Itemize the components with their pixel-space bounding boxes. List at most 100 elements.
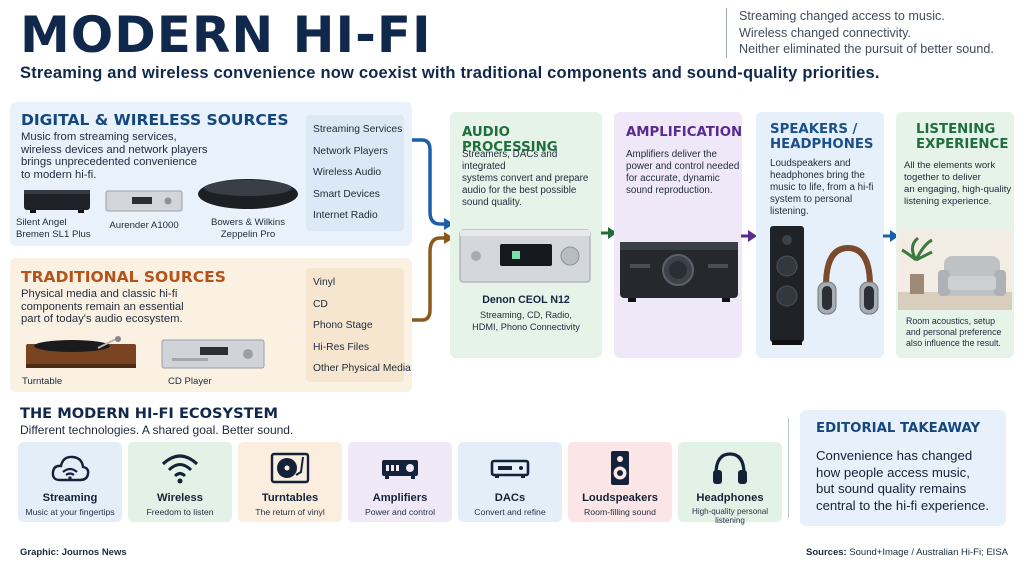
- desc-line: systems convert and prepare: [462, 173, 589, 184]
- page-subtitle: Streaming and wireless convenience now c…: [20, 64, 880, 82]
- stage-desc: Amplifiers deliver the power and control…: [626, 149, 739, 197]
- stage-title: SPEAKERS / HEADPHONES: [770, 122, 874, 152]
- integrated-system-image: [459, 229, 591, 283]
- page-title: MODERN HI-FI: [20, 6, 432, 64]
- side-note-line: Streaming changed access to music.: [739, 9, 945, 23]
- flow-connectors: [412, 138, 454, 322]
- eco-label: Wireless: [157, 492, 203, 504]
- stage-desc: All the elements work together to delive…: [904, 160, 1011, 208]
- side-note: Streaming changed access to music. Wirel…: [726, 8, 994, 58]
- list-item: Hi-Res Files: [313, 342, 370, 353]
- armchair-room-image: [898, 230, 1012, 310]
- product-caption: Aurender A1000: [109, 220, 179, 231]
- eco-sub: Freedom to listen: [146, 507, 214, 517]
- stage-listening-experience: LISTENING EXPERIENCE All the elements wo…: [896, 112, 1014, 358]
- desc-line: Loudspeakers and: [770, 158, 851, 169]
- desc-line: an engaging, high-quality: [904, 184, 1012, 195]
- footer-sources: Sources: Sound+Image / Australian Hi-Fi;…: [760, 547, 1008, 558]
- takeaway-title: EDITORIAL TAKEAWAY: [816, 421, 981, 436]
- desc-line: headphones bring the: [770, 170, 865, 181]
- dac-icon: [490, 459, 530, 478]
- traditional-sources-title: TRADITIONAL SOURCES: [21, 268, 226, 286]
- eco-label: DACs: [494, 492, 526, 504]
- eco-loudspeakers: Loudspeakers Room-filling sound: [568, 442, 672, 522]
- note-line: and personal preference: [906, 327, 1002, 337]
- footer-credit: Graphic: Journos News: [20, 547, 127, 558]
- eco-sub: The return of vinyl: [255, 507, 325, 517]
- list-item: Network Players: [313, 146, 388, 157]
- eco-sub: Room-filling sound: [584, 507, 656, 517]
- takeaway-line: central to the hi-fi experience.: [816, 497, 989, 513]
- desc-line: All the elements work: [904, 160, 996, 171]
- eco-dacs: DACs Convert and refine: [458, 442, 562, 522]
- desc-line: wireless devices and network players: [21, 143, 208, 156]
- sources-label: Sources:: [806, 547, 847, 558]
- desc-line: components remain an essential: [21, 300, 184, 313]
- eco-streaming: Streaming Music at your fingertips: [18, 442, 122, 522]
- list-item: Streaming Services: [313, 124, 403, 135]
- eco-label: Streaming: [42, 492, 98, 504]
- product-caption: Turntable: [22, 376, 63, 387]
- caption-line: Bowers & Wilkins: [210, 217, 286, 228]
- headphones-icon: [713, 452, 747, 484]
- list-item: Smart Devices: [313, 189, 380, 200]
- list-item: CD: [313, 299, 328, 310]
- wifi-icon: [161, 454, 199, 484]
- turntable-icon: [270, 452, 310, 484]
- desc-line: Streamers, DACs and integrated: [462, 149, 558, 172]
- digital-sources-title: DIGITAL & WIRELESS SOURCES: [21, 111, 289, 129]
- list-item: Internet Radio: [313, 210, 378, 221]
- eco-sub: Convert and refine: [474, 507, 546, 517]
- stage-title: AUDIO PROCESSING: [462, 125, 558, 155]
- takeaway-text: Convenience has changed how people acces…: [816, 448, 989, 514]
- product-caption: Silent Angel Bremen SL1 Plus: [16, 217, 100, 240]
- desc-line: listening experience.: [904, 196, 992, 207]
- product-caption: CD Player: [168, 376, 212, 387]
- stage-desc: Streamers, DACs and integrated systems c…: [462, 149, 602, 209]
- product-caption: Bowers & Wilkins Zeppelin Pro: [202, 217, 294, 240]
- title-line: EXPERIENCE: [916, 137, 1009, 152]
- amplifier-image: [620, 242, 738, 302]
- desc-line: together to deliver: [904, 172, 981, 183]
- caption-line: Zeppelin Pro: [220, 228, 276, 240]
- cloud-wifi-icon: [51, 455, 90, 482]
- network-player-image: [105, 190, 183, 212]
- side-note-line: Neither eliminated the pursuit of better…: [739, 42, 994, 56]
- stage-title: AMPLIFICATION: [626, 125, 743, 140]
- desc-line: part of today's audio ecosystem.: [21, 313, 183, 326]
- takeaway-line: how people access music,: [816, 464, 970, 480]
- desc-line: sound reproduction.: [626, 185, 713, 196]
- desc-line: power and control needed: [626, 161, 740, 172]
- eco-headphones: Headphones High-quality personal listeni…: [678, 442, 782, 525]
- stage-title: LISTENING EXPERIENCE: [916, 122, 1008, 152]
- eco-label: Headphones: [696, 492, 764, 504]
- eco-label: Amplifiers: [372, 492, 428, 504]
- loudspeaker-icon: [611, 451, 629, 485]
- desc-line: music to life, from a hi-fi: [770, 182, 874, 193]
- list-item: Phono Stage: [313, 320, 373, 331]
- flow-arrow: [741, 230, 757, 242]
- desc-line: system to personal: [770, 194, 853, 205]
- flow-arrow: [601, 227, 617, 239]
- list-item: Other Physical Media: [313, 363, 411, 374]
- desc-line: for accurate, dynamic: [626, 173, 720, 184]
- caption-line: Bremen SL1 Plus: [16, 228, 91, 240]
- note-line: also influence the result.: [906, 338, 1001, 348]
- digital-sources-list: Streaming Services Network Players Wirel…: [306, 115, 404, 231]
- eco-label: Turntables: [261, 492, 319, 504]
- product-name: Denon CEOL N12: [482, 294, 570, 306]
- floorstanding-speaker-image: [770, 226, 804, 345]
- title-line: LISTENING: [916, 122, 996, 137]
- traditional-sources-desc: Physical media and classic hi-fi compone…: [21, 288, 184, 326]
- stage-note: Room acoustics, setup and personal prefe…: [906, 316, 1001, 349]
- eco-wireless: Wireless Freedom to listen: [128, 442, 232, 522]
- list-item: Vinyl: [313, 277, 336, 288]
- divider: [788, 418, 789, 518]
- desc-line: HDMI, Phono Connectivity: [472, 321, 580, 332]
- list-item: Wireless Audio: [313, 167, 382, 178]
- flow-arrow: [883, 230, 899, 242]
- digital-sources-desc: Music from streaming services, wireless …: [21, 131, 207, 181]
- ecosystem-title: THE MODERN HI-FI ECOSYSTEM: [20, 405, 279, 422]
- ecosystem-subtitle: Different technologies. A shared goal. B…: [20, 423, 294, 437]
- desc-line: Amplifiers deliver the: [626, 149, 717, 160]
